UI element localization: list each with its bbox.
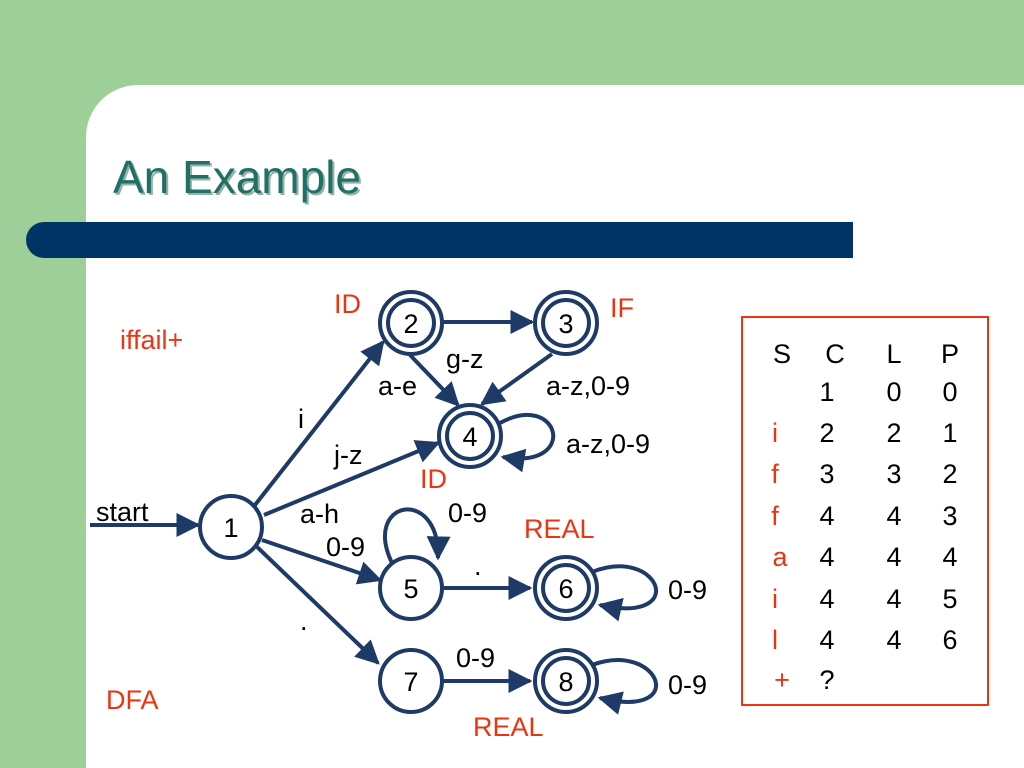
edge-1-4 [263, 440, 441, 517]
table-cell: 0 [942, 377, 958, 407]
table-cell: ? [819, 665, 835, 695]
table-cell: f [771, 459, 779, 489]
table-cell: 2 [942, 459, 958, 489]
table-cell: 5 [942, 584, 958, 614]
token-label-state-6: REAL [524, 514, 595, 544]
table-cell: 3 [819, 459, 835, 489]
table-cell: 0 [886, 377, 902, 407]
svg-text:8: 8 [558, 667, 573, 697]
edge-3-4 [480, 352, 554, 406]
svg-text:1: 1 [223, 513, 238, 543]
edge-1-7 [253, 543, 380, 665]
loop-8 [591, 658, 659, 715]
table-cell: 3 [886, 459, 902, 489]
state-4: 4 [437, 403, 503, 469]
table-cell: 1 [942, 418, 958, 448]
edge-2-4 [408, 353, 460, 407]
table-cell: i [772, 418, 778, 448]
svg-text:7: 7 [403, 667, 418, 697]
state-1: 1 [198, 494, 264, 560]
table-cell: 4 [886, 625, 902, 655]
title-underline-bar [26, 222, 853, 258]
edge-labels: start i j-z a-h 0-9 . a-e g-z a-z,0-9 a-… [96, 344, 707, 700]
token-label-state-2: ID [334, 289, 361, 319]
edge-label-2-4-ae: a-e [378, 371, 417, 401]
state-7: 7 [378, 648, 444, 714]
svg-text:4: 4 [462, 422, 477, 452]
svg-text:3: 3 [558, 309, 573, 339]
state-2: 2 [378, 290, 444, 356]
edge-label-1-7: . [300, 606, 308, 636]
edge-label-1-2: i [298, 404, 304, 434]
table-cell: 2 [819, 418, 835, 448]
state-6: 6 [533, 555, 599, 621]
table-cell: 4 [886, 584, 902, 614]
loop-label-8: 0-9 [668, 670, 707, 700]
table-cell: 4 [886, 501, 902, 531]
state-3: 3 [533, 290, 599, 356]
table-cell: + [774, 665, 790, 695]
table-header-s: S [772, 339, 791, 369]
loop-5 [383, 507, 451, 566]
loop-label-6: 0-9 [668, 575, 707, 605]
dfa-edges [90, 310, 659, 715]
start-label: start [96, 497, 149, 527]
edge-label-3-4: a-z,0-9 [546, 371, 630, 401]
state-8: 8 [533, 648, 599, 714]
table-cell: 4 [819, 625, 835, 655]
table-cell: 4 [942, 542, 958, 572]
table-cell: i [772, 584, 778, 614]
loop-label-5: 0-9 [448, 498, 487, 528]
table-header-c: C [825, 339, 845, 369]
table-cell: l [772, 625, 778, 655]
table-cell: 4 [819, 501, 835, 531]
table-cell: f [771, 501, 779, 531]
table-cell: a [772, 542, 788, 572]
svg-text:5: 5 [403, 574, 418, 604]
edge-label-1-4-jz: j-z [333, 440, 363, 470]
edge-label-1-5: 0-9 [326, 532, 365, 562]
table-cell: 4 [819, 542, 835, 572]
token-labels: iffail+ DFA ID IF ID REAL REAL [106, 289, 634, 742]
state-5: 5 [378, 555, 444, 621]
table-cell: 1 [819, 377, 835, 407]
table-cell: 4 [819, 584, 835, 614]
edge-1-2 [253, 340, 385, 507]
table-cell: 4 [886, 542, 902, 572]
table-cell: 6 [942, 625, 958, 655]
edge-1-5 [261, 538, 383, 585]
token-label-state-4: ID [420, 464, 447, 494]
table-header-p: P [940, 339, 959, 369]
token-label-state-8: REAL [473, 712, 544, 742]
table-cell: 3 [942, 501, 958, 531]
token-label-state-3: IF [610, 293, 634, 323]
svg-text:6: 6 [558, 574, 573, 604]
dfa-label: DFA [106, 685, 159, 715]
slide-title: An Example [113, 151, 362, 203]
loop-4 [499, 413, 556, 473]
edge-label-2-4-gz: g-z [446, 344, 484, 374]
input-label: iffail+ [120, 325, 183, 355]
edge-label-1-4-ah: a-h [300, 499, 339, 529]
edge-label-7-8: 0-9 [456, 643, 495, 673]
table-header-l: L [886, 339, 902, 369]
loop-label-4: a-z,0-9 [566, 429, 650, 459]
dfa-states: 1 2 3 4 5 6 7 [198, 290, 599, 714]
trace-table: S C L P 1 0 0 i 2 2 1 f 3 3 2 f 4 4 3 a … [741, 316, 989, 706]
loop-6 [591, 564, 659, 622]
svg-text:2: 2 [403, 309, 418, 339]
table-cell: 2 [886, 418, 902, 448]
edge-label-5-6: . [474, 551, 482, 581]
